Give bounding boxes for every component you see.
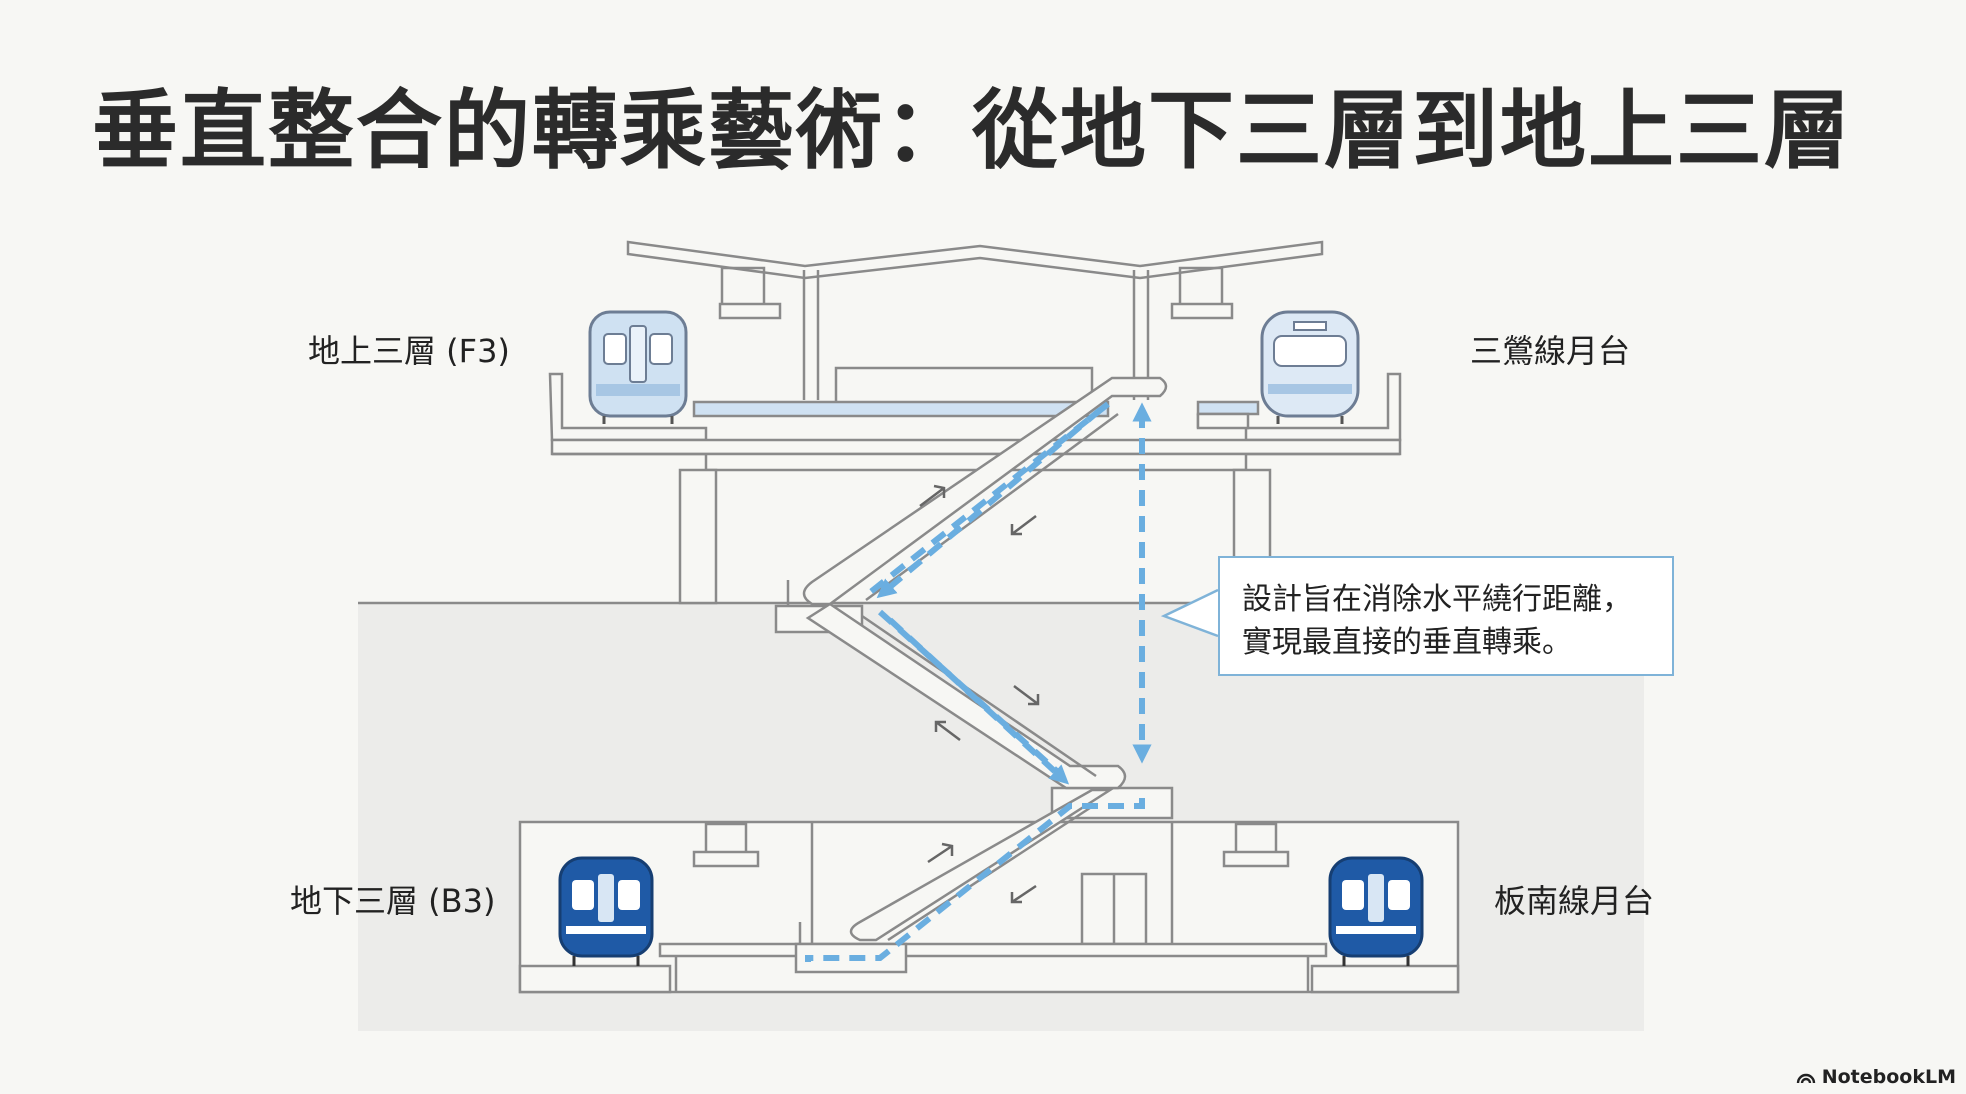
callout-pointer bbox=[1160, 588, 1219, 638]
direction-arrows bbox=[919, 484, 1040, 904]
label-upper-platform: 三鶯線月台 bbox=[1470, 332, 1631, 370]
label-upper-level: 地上三層 (F3) bbox=[308, 332, 510, 370]
notebooklm-icon bbox=[1796, 1073, 1815, 1084]
train-dark-right bbox=[1328, 856, 1424, 966]
train-dark-left bbox=[558, 856, 654, 966]
arrow-to-lower bbox=[887, 617, 1070, 785]
brand-name: NotebookLM bbox=[1821, 1066, 1956, 1088]
brand-badge: NotebookLM bbox=[1796, 1066, 1956, 1088]
train-light-left bbox=[588, 310, 688, 424]
callout-line-2: 實現最直接的垂直轉乘。 bbox=[1242, 625, 1572, 660]
page-title: 垂直整合的轉乘藝術：從地下三層到地上三層 bbox=[92, 81, 1852, 181]
label-lower-platform: 板南線月台 bbox=[1494, 882, 1655, 920]
design-callout: 設計旨在消除水平繞行距離， 實現最直接的垂直轉乘。 bbox=[1218, 556, 1674, 676]
callout-line-1: 設計旨在消除水平繞行距離， bbox=[1242, 582, 1632, 617]
escalator-middle bbox=[805, 602, 1127, 790]
arrow-to-mid bbox=[876, 407, 1102, 599]
train-light-right bbox=[1260, 310, 1360, 424]
label-lower-level: 地下三層 (B3) bbox=[290, 882, 496, 920]
